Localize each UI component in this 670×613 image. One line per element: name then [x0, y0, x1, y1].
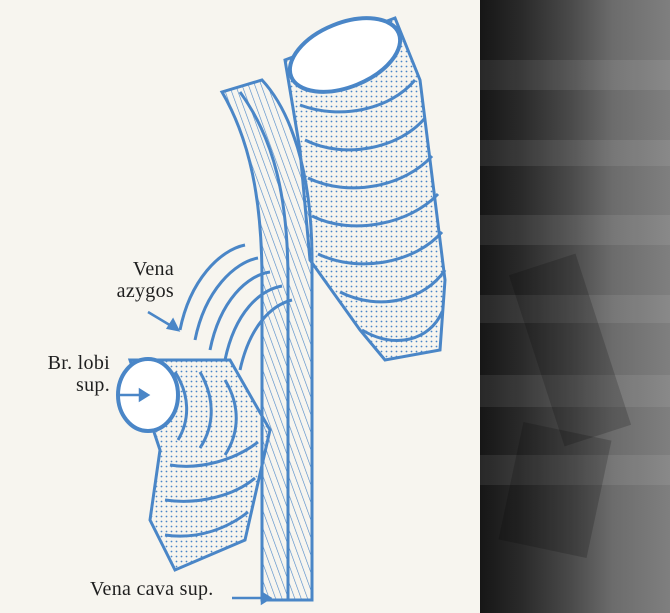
anatomical-illustration	[0, 0, 480, 613]
label-br-lobi-sup: Br. lobi sup.	[2, 352, 110, 396]
radiograph-image	[480, 0, 670, 613]
label-vena-azygos-line1: Vena	[80, 258, 174, 280]
label-vena-azygos-line2: azygos	[80, 280, 174, 302]
label-vena-azygos: Vena azygos	[80, 258, 174, 302]
label-br-lobi-line2: sup.	[2, 374, 110, 396]
label-vena-cava-sup: Vena cava sup.	[90, 578, 214, 600]
label-br-lobi-line1: Br. lobi	[2, 352, 110, 374]
